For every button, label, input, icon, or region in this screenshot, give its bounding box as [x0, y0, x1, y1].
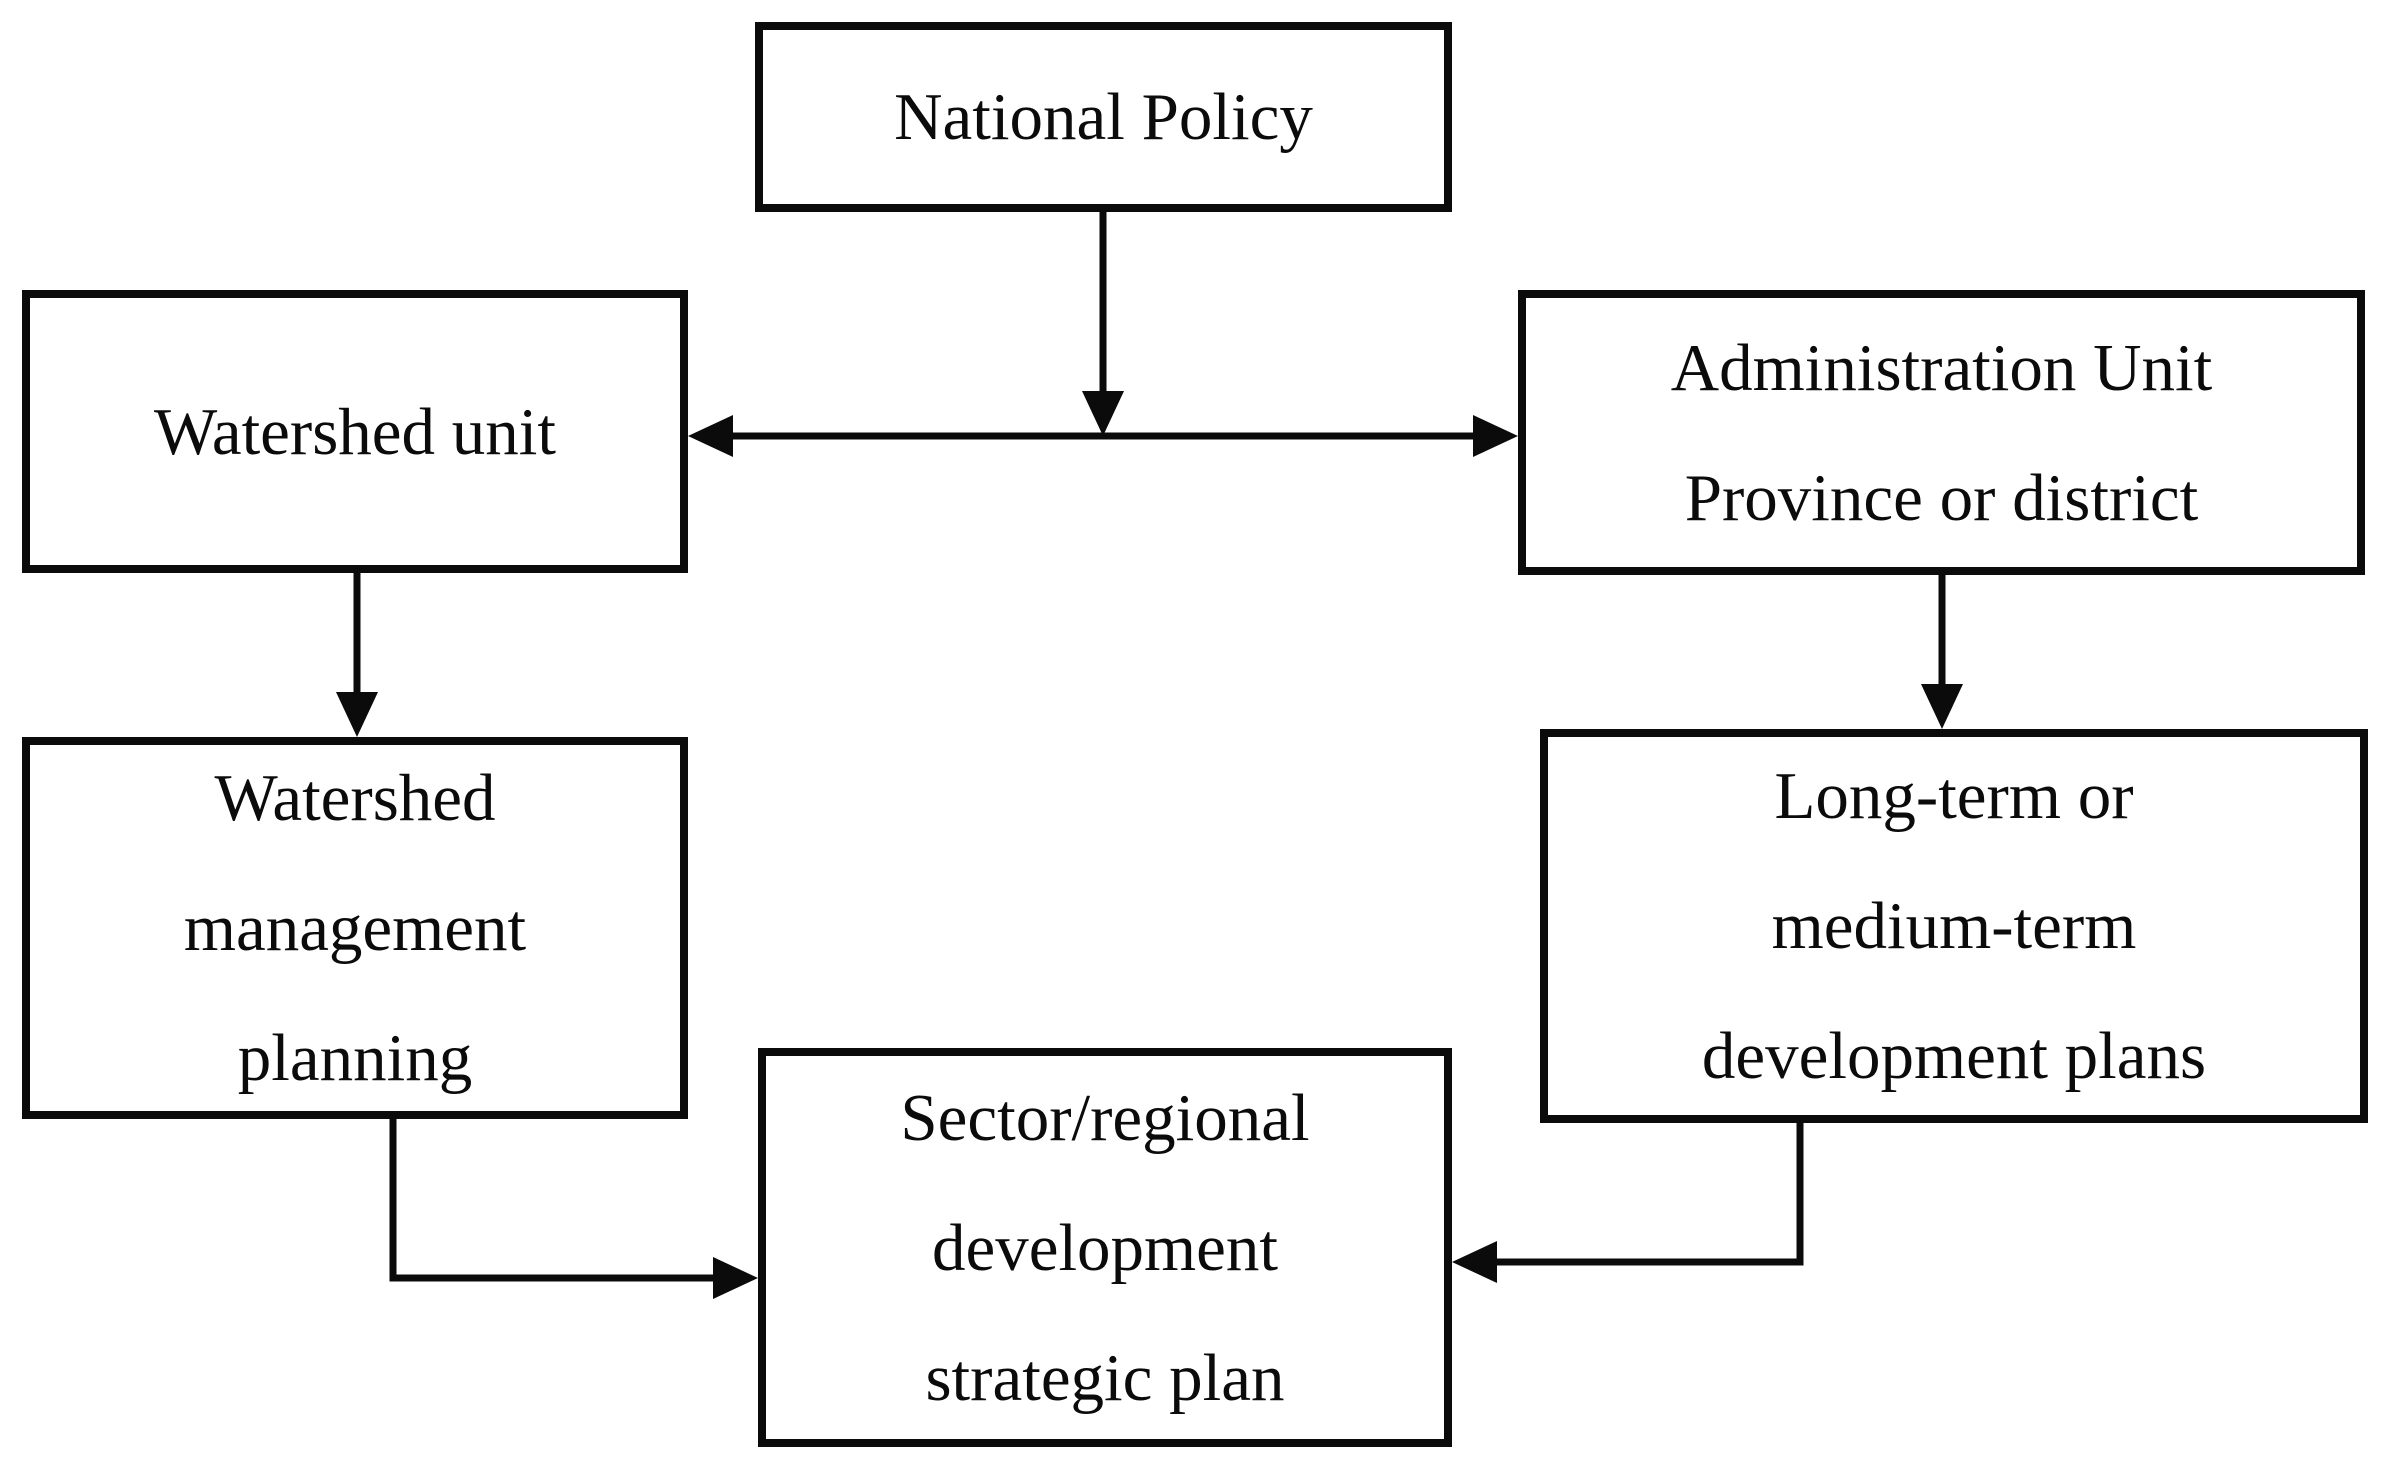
node-long-medium-term-plans-label-line-2: medium-term — [1771, 889, 2137, 963]
arrow-watershed-unit-administration-unit-double — [688, 415, 1518, 457]
node-administration-unit: Administration Unit Province or district — [1518, 290, 2365, 575]
node-long-medium-term-development-plans: Long-term or medium-term development pla… — [1540, 729, 2368, 1123]
node-sector-regional-plan-label-line-1: Sector/regional — [900, 1080, 1310, 1155]
node-administration-unit-label-line-2: Province or district — [1684, 460, 2199, 535]
arrow-management-planning-to-sector-plan — [389, 1119, 758, 1299]
arrow-watershed-unit-to-management-planning — [336, 573, 378, 737]
node-watershed-management-planning: Watershed management planning — [22, 737, 688, 1119]
node-watershed-management-planning-label-line-2: management — [183, 891, 527, 965]
node-national-policy: National Policy — [755, 22, 1452, 212]
node-sector-regional-plan-label-line-3: strategic plan — [925, 1340, 1285, 1415]
arrow-national-policy-down — [1082, 212, 1124, 436]
node-long-medium-term-plans-label-line-1: Long-term or — [1774, 759, 2134, 833]
node-sector-regional-plan-label-line-2: development — [931, 1210, 1279, 1285]
node-watershed-unit-label: Watershed unit — [153, 394, 557, 469]
node-watershed-management-planning-label-line-3: planning — [237, 1021, 473, 1095]
node-national-policy-label: National Policy — [894, 80, 1313, 154]
node-sector-regional-strategic-plan: Sector/regional development strategic pl… — [758, 1048, 1452, 1447]
arrow-development-plans-to-sector-plan — [1452, 1123, 1804, 1283]
node-long-medium-term-plans-label-line-3: development plans — [1701, 1019, 2207, 1093]
node-administration-unit-label-line-1: Administration Unit — [1670, 330, 2213, 405]
arrow-administration-unit-to-development-plans — [1921, 575, 1963, 729]
node-watershed-management-planning-label-line-1: Watershed — [214, 761, 496, 835]
node-watershed-unit: Watershed unit — [22, 290, 688, 573]
